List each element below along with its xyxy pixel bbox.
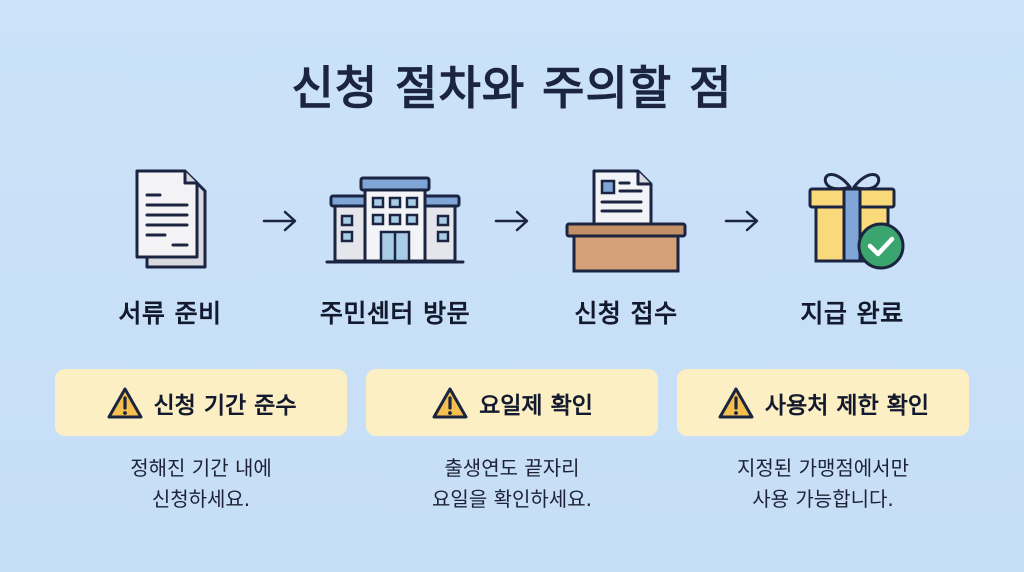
arrow-right-icon [724, 210, 759, 232]
step-label: 주민센터 방문 [319, 299, 471, 328]
notice-description-line: 사용 가능합니다. [752, 487, 894, 511]
notice-description-line: 요일을 확인하세요. [432, 487, 592, 511]
step-payment-complete: 지급 완료 [752, 158, 952, 328]
notice-description-line: 정해진 기간 내에 [130, 456, 272, 480]
notice-heading: 요일제 확인 [479, 392, 593, 419]
step-document-preparation: 서류 준비 [70, 158, 270, 328]
arrow-right-icon [262, 210, 297, 232]
step-label: 지급 완료 [800, 299, 904, 328]
arrow-right-icon [494, 210, 529, 232]
notice-heading: 사용처 제한 확인 [764, 392, 930, 419]
notice-banner: 신청 기간 준수 [55, 369, 347, 436]
notice-application-period: 신청 기간 준수 정해진 기간 내에 신청하세요. [55, 369, 347, 515]
submission-desk-icon [565, 169, 687, 273]
warning-icon [718, 387, 754, 418]
notice-description-line: 출생연도 끝자리 [444, 456, 580, 480]
notice-description-line: 신청하세요. [151, 487, 251, 511]
step-application-submission: 신청 접수 [526, 158, 726, 328]
notice-weekday-system: 요일제 확인 출생연도 끝자리 요일을 확인하세요. [366, 369, 658, 515]
step-label: 서류 준비 [118, 299, 222, 328]
step-community-center-visit: 주민센터 방문 [295, 158, 495, 328]
notice-banner: 요일제 확인 [366, 369, 658, 436]
notice-banner: 사용처 제한 확인 [677, 369, 969, 436]
notice-description-line: 지정된 가맹점에서만 [737, 456, 909, 480]
document-icon [135, 169, 207, 269]
warning-icon [107, 387, 142, 418]
page-title: 신청 절차와 주의할 점 [291, 61, 733, 115]
step-label: 신청 접수 [574, 299, 678, 328]
warning-icon [432, 387, 468, 418]
notice-heading: 신청 기간 준수 [153, 392, 297, 419]
notice-usage-restriction: 사용처 제한 확인 지정된 가맹점에서만 사용 가능합니다. [677, 369, 969, 515]
building-icon [325, 176, 465, 264]
gift-check-icon [808, 173, 905, 270]
